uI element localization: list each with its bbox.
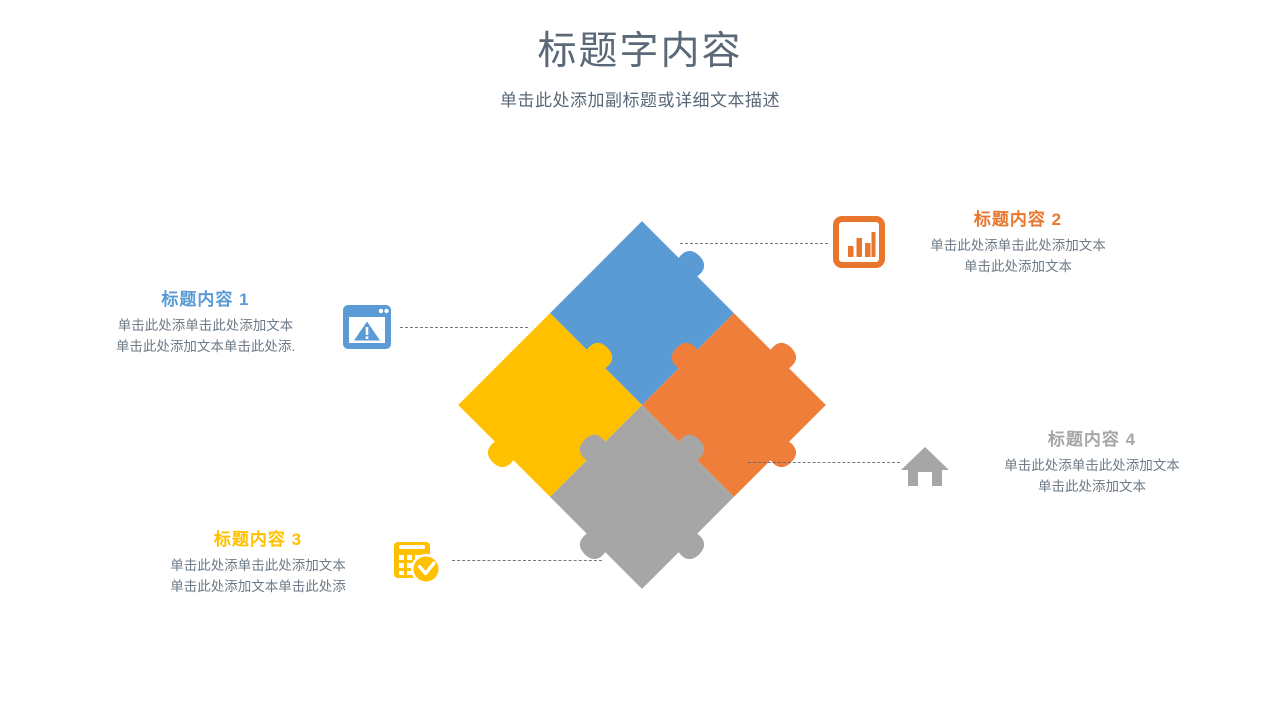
bar-chart-icon[interactable] [833,216,885,268]
info-block-1-body-line-1: 单击此处添单击此处添加文本 [117,318,294,333]
puzzle-graphic [442,205,842,605]
puzzle-piece-right [550,405,734,589]
info-block-2-body-line-1: 单击此处添单击此处添加文本 [930,238,1106,253]
page-title: 标题字内容 [537,30,743,73]
info-block-4-body-line-2: 单击此处添加文本 [1038,478,1146,494]
home-icon[interactable] [899,440,951,492]
page-subtitle: 单击此处添加副标题或详细文本描述 [500,90,780,110]
info-block-1: 标题内容 1 单击此处添单击此处添加文本 单击此处添加文本单击此处添. [98,285,313,358]
info-block-2: 标题内容 2 单击此处添单击此处添加文本 单击此处添加文本 [898,205,1138,278]
connector-line-1 [400,327,528,328]
info-block-3-heading: 标题内容 3 [213,530,303,549]
info-block-1-body-line-2: 单击此处添加文本单击此处添. [115,338,296,354]
info-block-3-body-line-1: 单击此处添单击此处添加文本 [170,558,346,573]
info-block-4-body-line-1: 单击此处添单击此处添加文本 [1004,458,1180,473]
info-block-2-heading: 标题内容 2 [973,210,1063,229]
info-block-4-heading: 标题内容 4 [1047,430,1137,449]
browser-window-warning-icon[interactable] [341,301,393,353]
calendar-clock-icon[interactable] [391,535,443,587]
info-block-1-heading: 标题内容 1 [161,290,250,309]
connector-line-4 [748,462,900,463]
connector-line-2 [680,243,828,244]
info-block-4: 标题内容 4 单击此处添单击此处添加文本 单击此处添加文本 [978,425,1206,498]
info-block-2-body-line-2: 单击此处添加文本 [964,258,1072,274]
connector-line-3 [452,560,602,561]
slide-header: 标题字内容 单击此处添加副标题或详细文本描述 [0,30,1280,111]
info-block-3: 标题内容 3 单击此处添单击此处添加文本 单击此处添加文本单击此处添 [146,525,370,598]
puzzle-piece-right-shape [550,405,734,589]
info-block-3-body-line-2: 单击此处添加文本单击此处添 [170,578,346,594]
